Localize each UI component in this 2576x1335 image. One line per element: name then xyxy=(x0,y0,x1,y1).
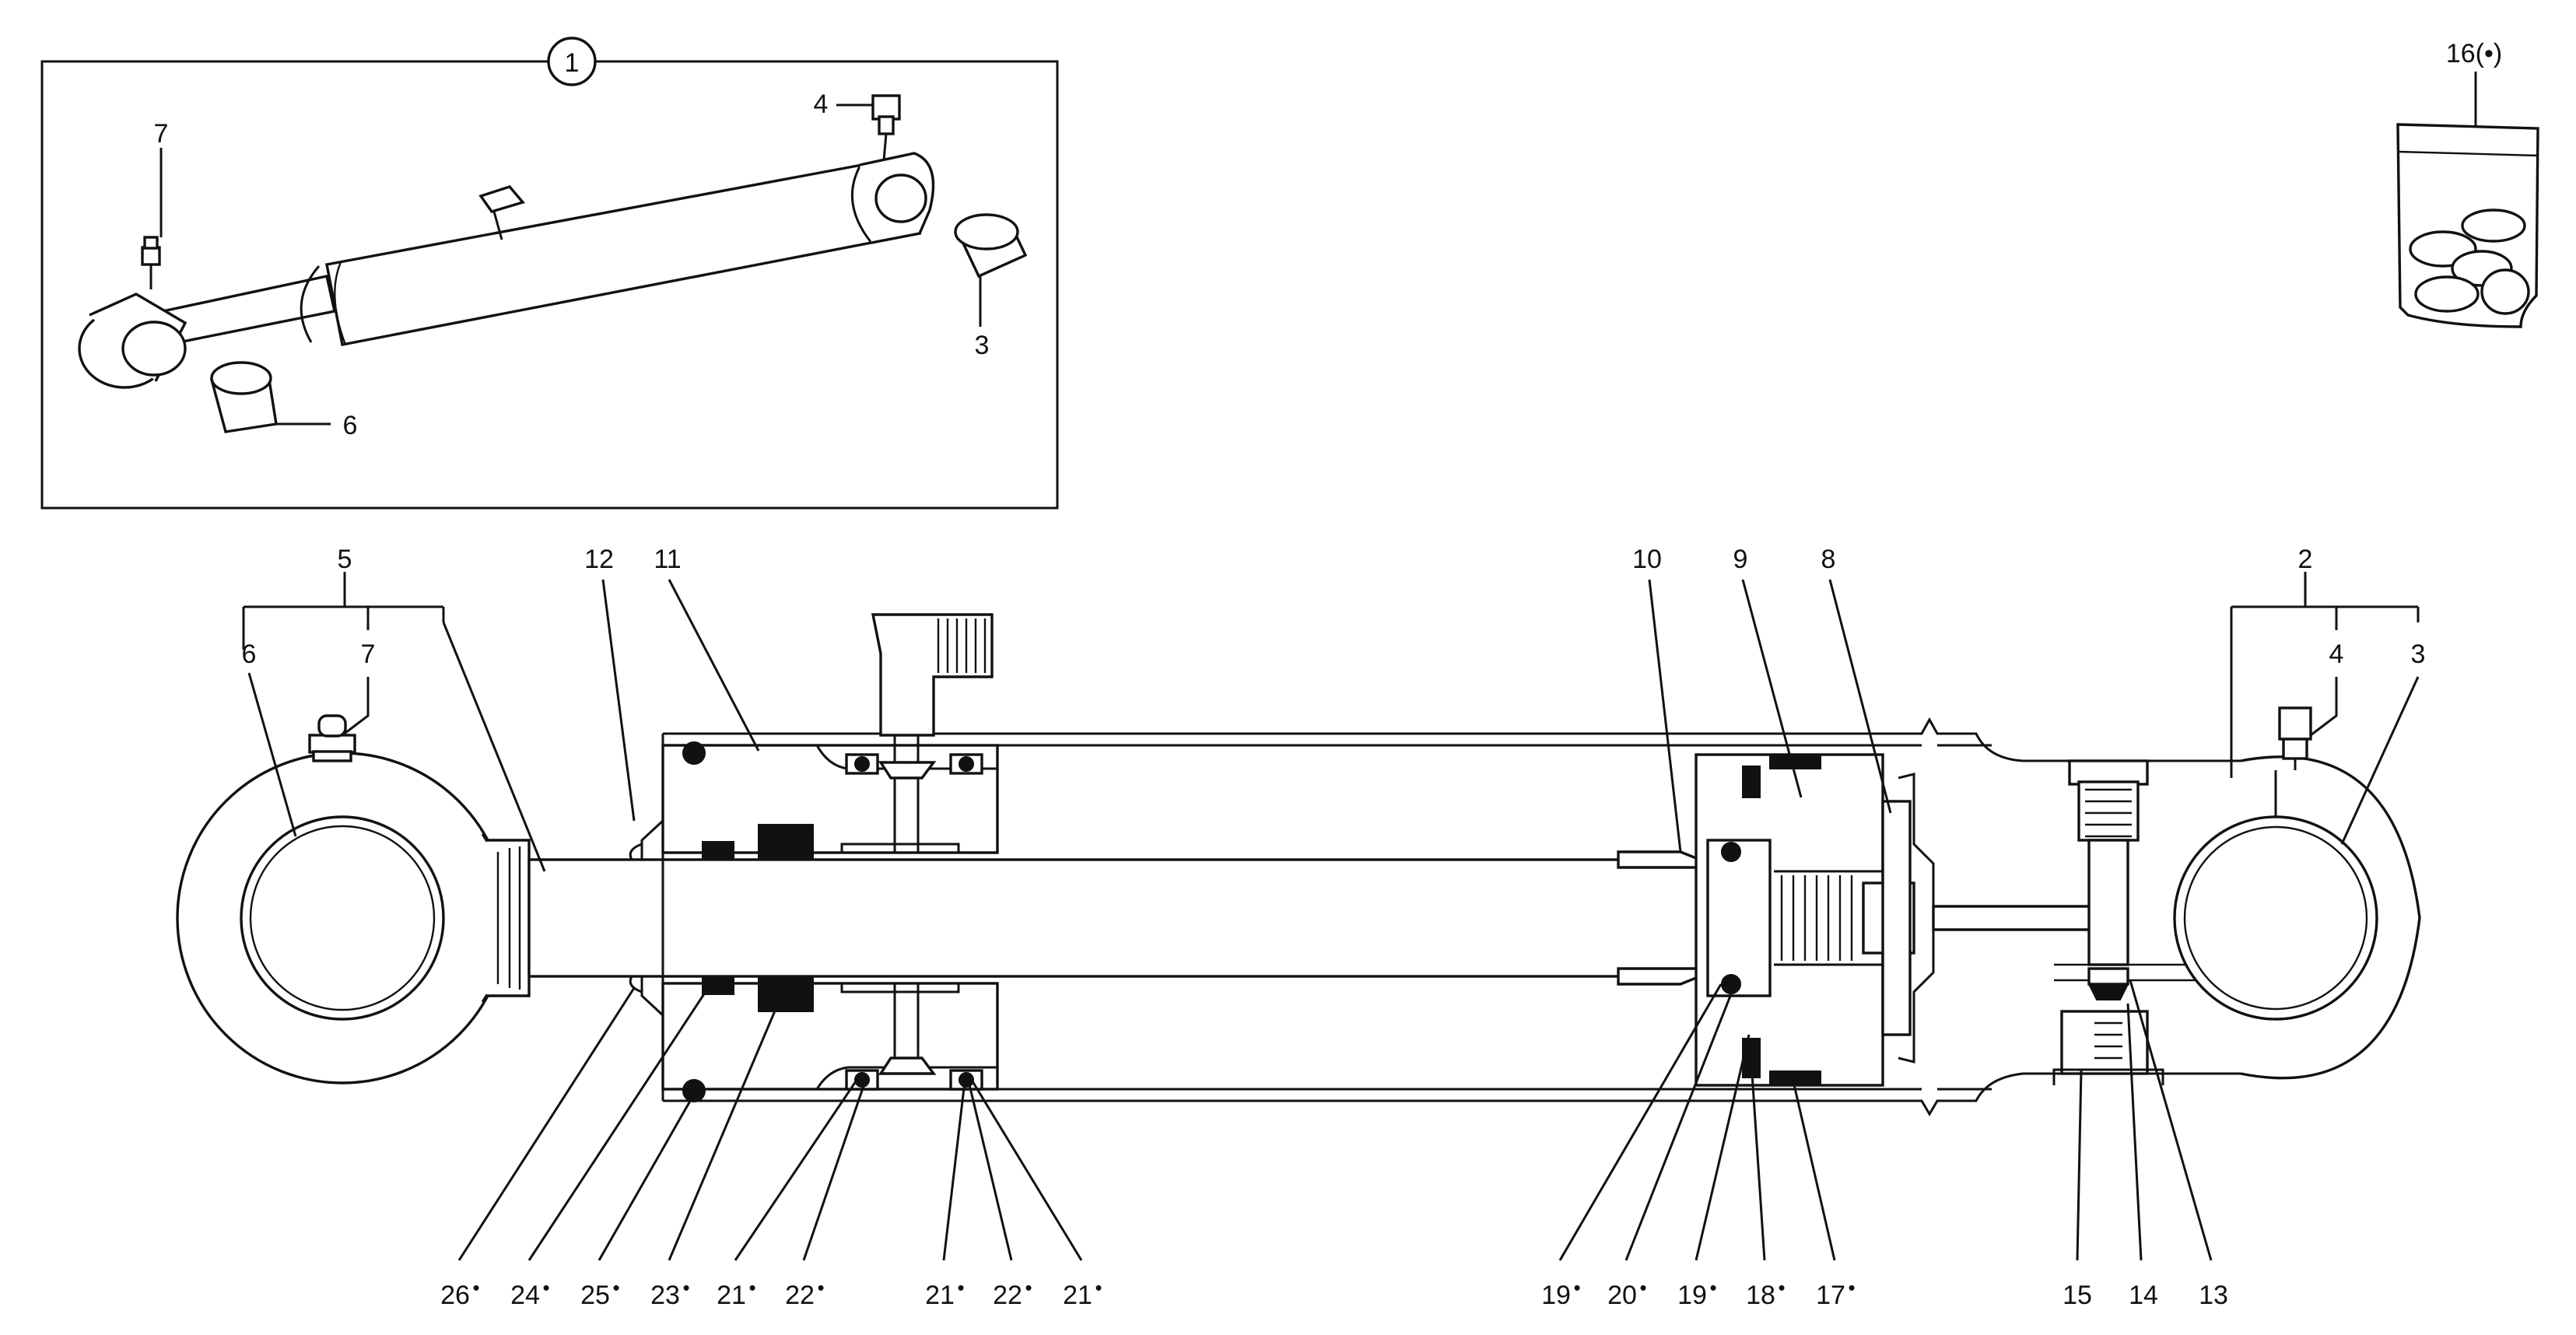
inset-bushing-3 xyxy=(954,213,1028,327)
kit-marker-21-a: • xyxy=(748,1276,755,1299)
kit-marker-21-c: • xyxy=(1095,1276,1102,1299)
cap-end-block xyxy=(2052,759,2241,1085)
assembly-number: 1 xyxy=(565,48,580,78)
inset-label-3: 3 xyxy=(975,331,990,360)
callout-21-b: 21 xyxy=(925,1281,955,1310)
kit-marker-19-a: • xyxy=(1573,1276,1580,1299)
kit-marker-26: • xyxy=(472,1276,479,1299)
callout-11: 11 xyxy=(654,545,681,574)
kit-marker-18: • xyxy=(1778,1276,1785,1299)
rod-eye-left xyxy=(176,752,531,1084)
callout-19-a: 19 xyxy=(1541,1281,1571,1310)
callout-10: 10 xyxy=(1632,545,1662,574)
kit-marker-22-b: • xyxy=(1025,1276,1032,1299)
callout-26: 26 xyxy=(440,1281,470,1310)
callout-13: 13 xyxy=(2199,1281,2228,1310)
inset-grease-nipple-4 xyxy=(871,94,901,161)
callout-5: 5 xyxy=(338,545,352,574)
callout-25: 25 xyxy=(580,1281,610,1310)
inset-bushing-6 xyxy=(209,361,331,433)
port-elbow-fitting xyxy=(871,613,994,1075)
callout-6: 6 xyxy=(242,639,257,669)
callout-19-b: 19 xyxy=(1677,1281,1707,1310)
callout-22-a: 22 xyxy=(785,1281,815,1310)
callout-21-c: 21 xyxy=(1063,1281,1092,1310)
kit-marker-17: • xyxy=(1848,1276,1855,1299)
cylinder-head-gland xyxy=(640,734,999,1101)
callout-14: 14 xyxy=(2129,1281,2158,1310)
callout-2: 2 xyxy=(2298,545,2313,574)
callout-20: 20 xyxy=(1607,1281,1637,1310)
inset-port-fitting xyxy=(478,185,525,240)
callout-17: 17 xyxy=(1816,1281,1845,1310)
kit-marker-21-b: • xyxy=(957,1276,964,1299)
callout-22-b: 22 xyxy=(993,1281,1022,1310)
callout-7: 7 xyxy=(361,639,376,669)
piston-assembly xyxy=(1617,753,1935,1087)
inset-label-7: 7 xyxy=(154,119,169,149)
grease-nipple-rod-eye xyxy=(308,714,356,762)
callout-21-a: 21 xyxy=(717,1281,746,1310)
callout-15: 15 xyxy=(2063,1281,2092,1310)
piston-rod xyxy=(527,858,1783,978)
assembly-number-badge xyxy=(547,37,597,86)
kit-marker-24: • xyxy=(542,1276,549,1299)
callout-24: 24 xyxy=(510,1281,540,1310)
seal-kit-bag: 16(•) xyxy=(2396,39,2539,328)
cap-eye-right xyxy=(2173,755,2421,1080)
inset-piston-rod xyxy=(152,274,337,344)
inset-head-eye xyxy=(859,152,935,244)
inset-label-6: 6 xyxy=(343,411,358,440)
top-callouts: 5 6 7 12 11 10 9 8 2 4 3 xyxy=(242,545,2426,872)
callout-23: 23 xyxy=(650,1281,680,1310)
cylinder-cross-section xyxy=(176,613,2421,1116)
kit-marker-23: • xyxy=(682,1276,689,1299)
seal-kit-label: 16(•) xyxy=(2446,39,2502,68)
bottom-callouts: 26 24 25 23 21 22 21 22 21 19 20 19 18 1… xyxy=(440,979,2228,1310)
inset-assembly: 1 xyxy=(40,37,1059,510)
callout-18: 18 xyxy=(1746,1281,1775,1310)
kit-marker-19-b: • xyxy=(1709,1276,1716,1299)
grease-nipple-cap-eye xyxy=(2278,706,2312,770)
callout-12: 12 xyxy=(584,545,614,574)
callout-3: 3 xyxy=(2411,639,2426,669)
kit-marker-22-a: • xyxy=(817,1276,824,1299)
callout-4: 4 xyxy=(2329,639,2344,669)
inset-grease-nipple-7 xyxy=(141,236,161,289)
inset-label-4: 4 xyxy=(814,89,829,119)
kit-marker-25: • xyxy=(612,1276,619,1299)
kit-marker-20: • xyxy=(1639,1276,1646,1299)
callout-8: 8 xyxy=(1821,545,1836,574)
inset-rod-eye xyxy=(78,293,188,389)
inset-cylinder-tube xyxy=(325,159,922,346)
callout-9: 9 xyxy=(1733,545,1748,574)
head-seals xyxy=(629,741,983,1102)
